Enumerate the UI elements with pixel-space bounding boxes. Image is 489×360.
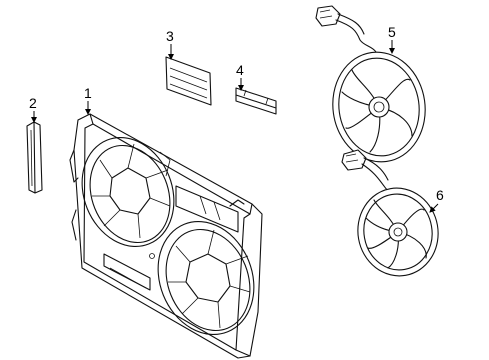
callout-number-2: 2 xyxy=(29,95,37,111)
callout-number-6: 6 xyxy=(436,187,444,203)
side-seal xyxy=(26,121,43,194)
callout-number-1: 1 xyxy=(84,85,92,101)
callout-2: 2 xyxy=(29,95,37,123)
upper-seal xyxy=(165,56,212,106)
callout-4: 4 xyxy=(236,62,244,91)
callout-5: 5 xyxy=(388,24,396,54)
callout-6: 6 xyxy=(429,187,444,213)
callout-number-5: 5 xyxy=(388,24,396,40)
callout-number-3: 3 xyxy=(166,28,174,44)
callout-3: 3 xyxy=(166,28,174,60)
callout-1: 1 xyxy=(84,85,92,115)
fan-shroud xyxy=(69,113,263,359)
fan-motor-assembly-upper xyxy=(315,5,426,163)
fan-motor-assembly-lower xyxy=(341,149,439,277)
bracket-seal xyxy=(235,87,277,115)
callout-number-4: 4 xyxy=(236,62,244,78)
